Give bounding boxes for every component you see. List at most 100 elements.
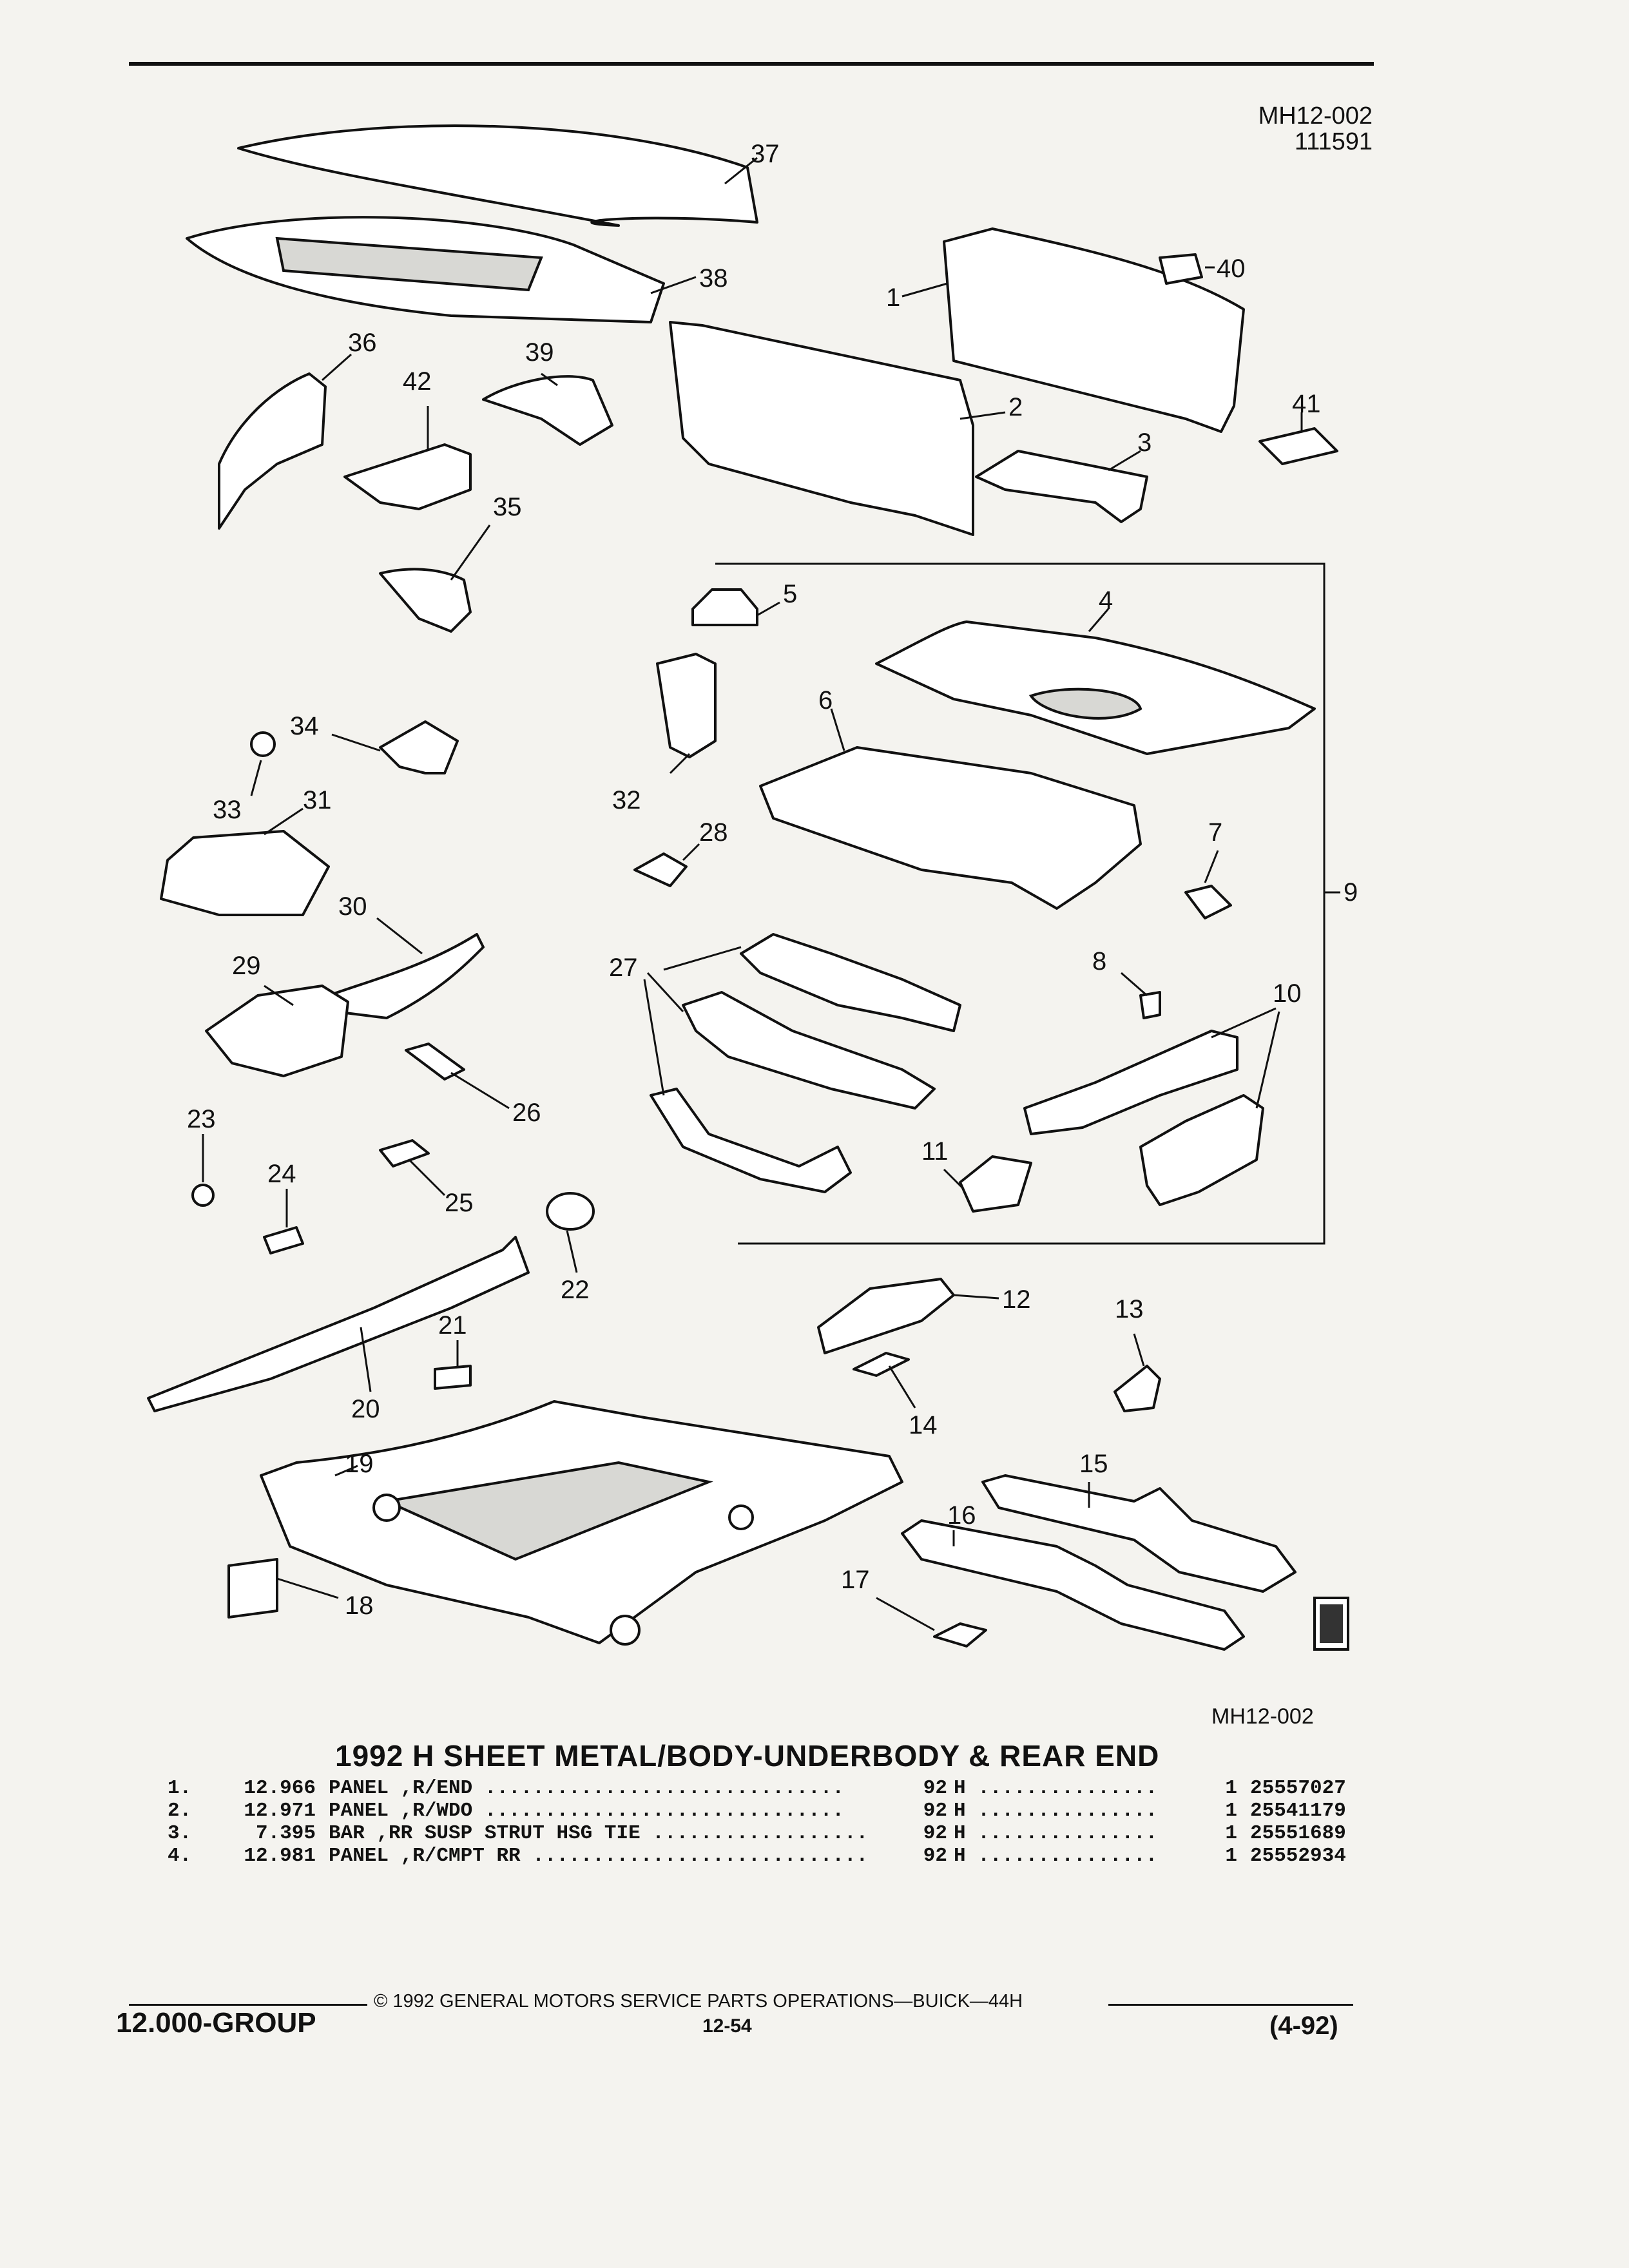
part-5-bumper (691, 588, 758, 626)
part-number: 25541179 (1250, 1800, 1346, 1822)
part-25-bracket (379, 1139, 430, 1168)
part-36-wheelhouse (218, 372, 327, 530)
callout-10: 10 (1273, 979, 1302, 1008)
leader-37 (724, 157, 758, 185)
callout-33: 33 (213, 796, 242, 824)
callout-23: 23 (187, 1105, 216, 1133)
callout-6: 6 (818, 686, 833, 715)
series-text: H (954, 1800, 966, 1822)
series: H ............... (954, 1845, 1158, 1867)
callout-25: 25 (445, 1189, 474, 1217)
part-number: 25557027 (1250, 1777, 1346, 1800)
callout-24: 24 (267, 1160, 296, 1188)
part-12-bracket (817, 1278, 955, 1354)
footer-copyright: © 1992 GENERAL MOTORS SERVICE PARTS OPER… (374, 1991, 1023, 2012)
model-year: 92 (923, 1822, 947, 1845)
part-21-clip (434, 1365, 472, 1390)
callout-8: 8 (1092, 947, 1106, 975)
leader-27b (646, 972, 684, 1013)
part-2-rear-window-panel (669, 321, 974, 536)
part-35-reinforcement (379, 568, 472, 633)
part-22-plug (546, 1192, 595, 1231)
part-description: PANEL ,R/WDO ...........................… (329, 1800, 844, 1822)
diagram-caption-code: MH12-002 (1211, 1704, 1314, 1729)
callout-15: 15 (1079, 1450, 1108, 1478)
top-rule (129, 62, 1374, 66)
leader-36 (322, 353, 352, 381)
group-number: 12.971 (244, 1800, 316, 1822)
callout-9: 9 (1344, 878, 1358, 907)
callout-41: 41 (1292, 390, 1321, 418)
callout-34: 34 (290, 712, 319, 740)
leader-7 (1204, 850, 1219, 883)
part-34-bracket (379, 720, 459, 774)
callout-14: 14 (909, 1411, 938, 1439)
part-11-bracket (959, 1155, 1032, 1213)
part-20-rocker-reinforcement (147, 1236, 530, 1412)
leader-5 (757, 601, 780, 617)
callout-18: 18 (345, 1591, 374, 1620)
leader-11 (943, 1168, 965, 1190)
leader-2 (959, 411, 1006, 420)
part-24-clip (263, 1226, 304, 1254)
part-description: PANEL ,R/END ...........................… (329, 1777, 844, 1800)
leader-20 (360, 1327, 372, 1392)
reference-block: MH12-002 111591 (1211, 103, 1373, 155)
group-number: 7.395 (255, 1822, 316, 1845)
part-number: 25552934 (1250, 1845, 1346, 1867)
part-18-pad (227, 1558, 278, 1619)
callout-5: 5 (783, 580, 797, 608)
gm-spo-logo-inner (1320, 1604, 1343, 1643)
leader-19 (334, 1465, 358, 1477)
footer-rule-right (1108, 2004, 1353, 2006)
part-37-roof-panel (237, 124, 758, 227)
part-description: PANEL ,R/CMPT RR .......................… (329, 1845, 870, 1867)
quantity: 1 (1225, 1777, 1237, 1800)
quantity: 1 (1225, 1800, 1237, 1822)
part-30-exhaust-heat-shield (327, 933, 485, 1019)
part-4-spare-well (1028, 687, 1142, 720)
item-number: 4. (168, 1845, 192, 1867)
leader-38 (650, 276, 697, 294)
series: H ............... (954, 1777, 1158, 1800)
callout-19: 19 (345, 1450, 374, 1478)
callout-30: 30 (338, 892, 367, 921)
leader-26 (450, 1072, 510, 1110)
footer-page-number: 12-54 (702, 2015, 752, 2037)
part-10-rail-outer (1023, 1030, 1239, 1135)
model-year: 92 (923, 1845, 947, 1867)
callout-4: 4 (1099, 586, 1113, 615)
part-10-rail-inner (1139, 1094, 1264, 1206)
leader-6 (830, 708, 845, 751)
series: H ............... (954, 1822, 1158, 1845)
callout-20: 20 (351, 1395, 380, 1423)
part-6-rear-floor-pan (759, 746, 1142, 910)
part-39-bracket (482, 375, 613, 446)
part-42-panel (343, 443, 472, 510)
part-description-text: PANEL ,R/END (329, 1777, 473, 1800)
leader-35 (450, 524, 491, 581)
leader-13 (1133, 1333, 1145, 1367)
callout-2: 2 (1008, 393, 1023, 421)
leader-17 (876, 1597, 935, 1631)
part-27-crossmember-middle (682, 991, 936, 1110)
callout-1: 1 (886, 284, 900, 312)
reference-code: MH12-002 (1258, 102, 1373, 130)
callout-7: 7 (1208, 818, 1222, 847)
part-23-nut (191, 1184, 215, 1207)
callout-21: 21 (438, 1311, 467, 1340)
quantity: 1 (1225, 1822, 1237, 1845)
callout-12: 12 (1002, 1285, 1031, 1314)
callout-16: 16 (947, 1501, 976, 1530)
footer-group: 12.000-GROUP (116, 2007, 316, 2039)
section-title: 1992 H SHEET METAL/BODY-UNDERBODY & REAR… (335, 1739, 1160, 1773)
part-32-pillar (656, 653, 717, 758)
series-text: H (954, 1845, 966, 1867)
callout-42: 42 (403, 367, 432, 396)
part-number: 25551689 (1250, 1822, 1346, 1845)
part-31-heat-shield (160, 830, 330, 916)
leader-27c (643, 979, 665, 1096)
item-number: 1. (168, 1777, 192, 1800)
parts-list: 1. 12.966 PANEL ,R/END .................… (168, 1777, 1373, 1867)
callout-22: 22 (561, 1276, 590, 1304)
